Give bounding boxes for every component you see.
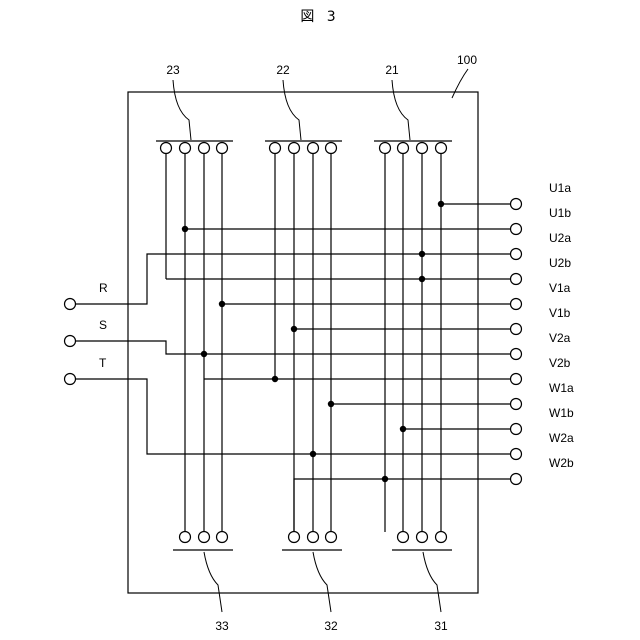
junction-dot xyxy=(272,376,278,382)
junction-dot xyxy=(182,226,188,232)
output-label-U1b: U1b xyxy=(549,206,571,220)
junction-dot xyxy=(419,276,425,282)
leader-line xyxy=(423,552,441,612)
output-label-W1a: W1a xyxy=(549,381,574,395)
output-terminal-V1b xyxy=(511,324,522,335)
output-label-V2b: V2b xyxy=(549,356,571,370)
input-label-S: S xyxy=(99,318,107,332)
top-switch-contact xyxy=(270,143,281,154)
device-label: 100 xyxy=(457,53,477,67)
top-switch-contact xyxy=(398,143,409,154)
top-switch-contact xyxy=(436,143,447,154)
top-switch-label-21: 21 xyxy=(385,63,399,77)
input-label-R: R xyxy=(99,281,108,295)
top-switch-contact xyxy=(308,143,319,154)
bottom-switch-contact xyxy=(436,532,447,543)
top-switch-contact xyxy=(180,143,191,154)
leader-line xyxy=(173,80,191,140)
output-terminal-W2a xyxy=(511,449,522,460)
output-label-W1b: W1b xyxy=(549,406,574,420)
device-enclosure xyxy=(128,92,478,593)
output-label-U2a: U2a xyxy=(549,231,571,245)
output-label-W2b: W2b xyxy=(549,456,574,470)
top-switch-contact xyxy=(161,143,172,154)
bottom-switch-contact xyxy=(398,532,409,543)
output-terminal-V1a xyxy=(511,299,522,310)
input-label-T: T xyxy=(99,356,107,370)
output-terminal-W1b xyxy=(511,424,522,435)
top-switch-label-22: 22 xyxy=(276,63,290,77)
junction-dot xyxy=(400,426,406,432)
bottom-switch-contact xyxy=(308,532,319,543)
output-label-W2a: W2a xyxy=(549,431,574,445)
output-label-V2a: V2a xyxy=(549,331,571,345)
output-terminal-W2b xyxy=(511,474,522,485)
bottom-switch-label-31: 31 xyxy=(434,619,448,633)
output-terminal-V2a xyxy=(511,349,522,360)
output-terminal-U2b xyxy=(511,274,522,285)
output-label-V1b: V1b xyxy=(549,306,571,320)
junction-dot xyxy=(438,201,444,207)
output-terminal-U1a xyxy=(511,199,522,210)
junction-dot xyxy=(328,401,334,407)
leader-line xyxy=(392,80,410,140)
bottom-switch-contact xyxy=(180,532,191,543)
top-switch-contact xyxy=(326,143,337,154)
leader-line xyxy=(313,552,331,612)
top-switch-label-23: 23 xyxy=(166,63,180,77)
output-label-U2b: U2b xyxy=(549,256,571,270)
input-terminal-S xyxy=(65,336,76,347)
wire xyxy=(75,379,510,454)
top-switch-contact xyxy=(217,143,228,154)
input-terminal-T xyxy=(65,374,76,385)
input-terminal-R xyxy=(65,299,76,310)
leader-line xyxy=(283,80,301,140)
output-terminal-U2a xyxy=(511,249,522,260)
junction-dot xyxy=(382,476,388,482)
junction-dot xyxy=(419,251,425,257)
output-terminal-W1a xyxy=(511,399,522,410)
bottom-switch-contact xyxy=(217,532,228,543)
junction-dot xyxy=(201,351,207,357)
bottom-switch-label-32: 32 xyxy=(324,619,338,633)
bottom-switch-contact xyxy=(289,532,300,543)
output-label-U1a: U1a xyxy=(549,181,571,195)
leader-line xyxy=(452,69,468,98)
leader-line xyxy=(204,552,222,612)
bottom-switch-contact xyxy=(326,532,337,543)
junction-dot xyxy=(291,326,297,332)
top-switch-contact xyxy=(199,143,210,154)
top-switch-contact xyxy=(380,143,391,154)
wire xyxy=(75,341,510,354)
top-switch-contact xyxy=(289,143,300,154)
bottom-switch-label-33: 33 xyxy=(215,619,229,633)
bottom-switch-contact xyxy=(199,532,210,543)
junction-dot xyxy=(219,301,225,307)
output-terminal-V2b xyxy=(511,374,522,385)
top-switch-contact xyxy=(417,143,428,154)
bottom-switch-contact xyxy=(417,532,428,543)
output-terminal-U1b xyxy=(511,224,522,235)
output-label-V1a: V1a xyxy=(549,281,571,295)
junction-dot xyxy=(310,451,316,457)
